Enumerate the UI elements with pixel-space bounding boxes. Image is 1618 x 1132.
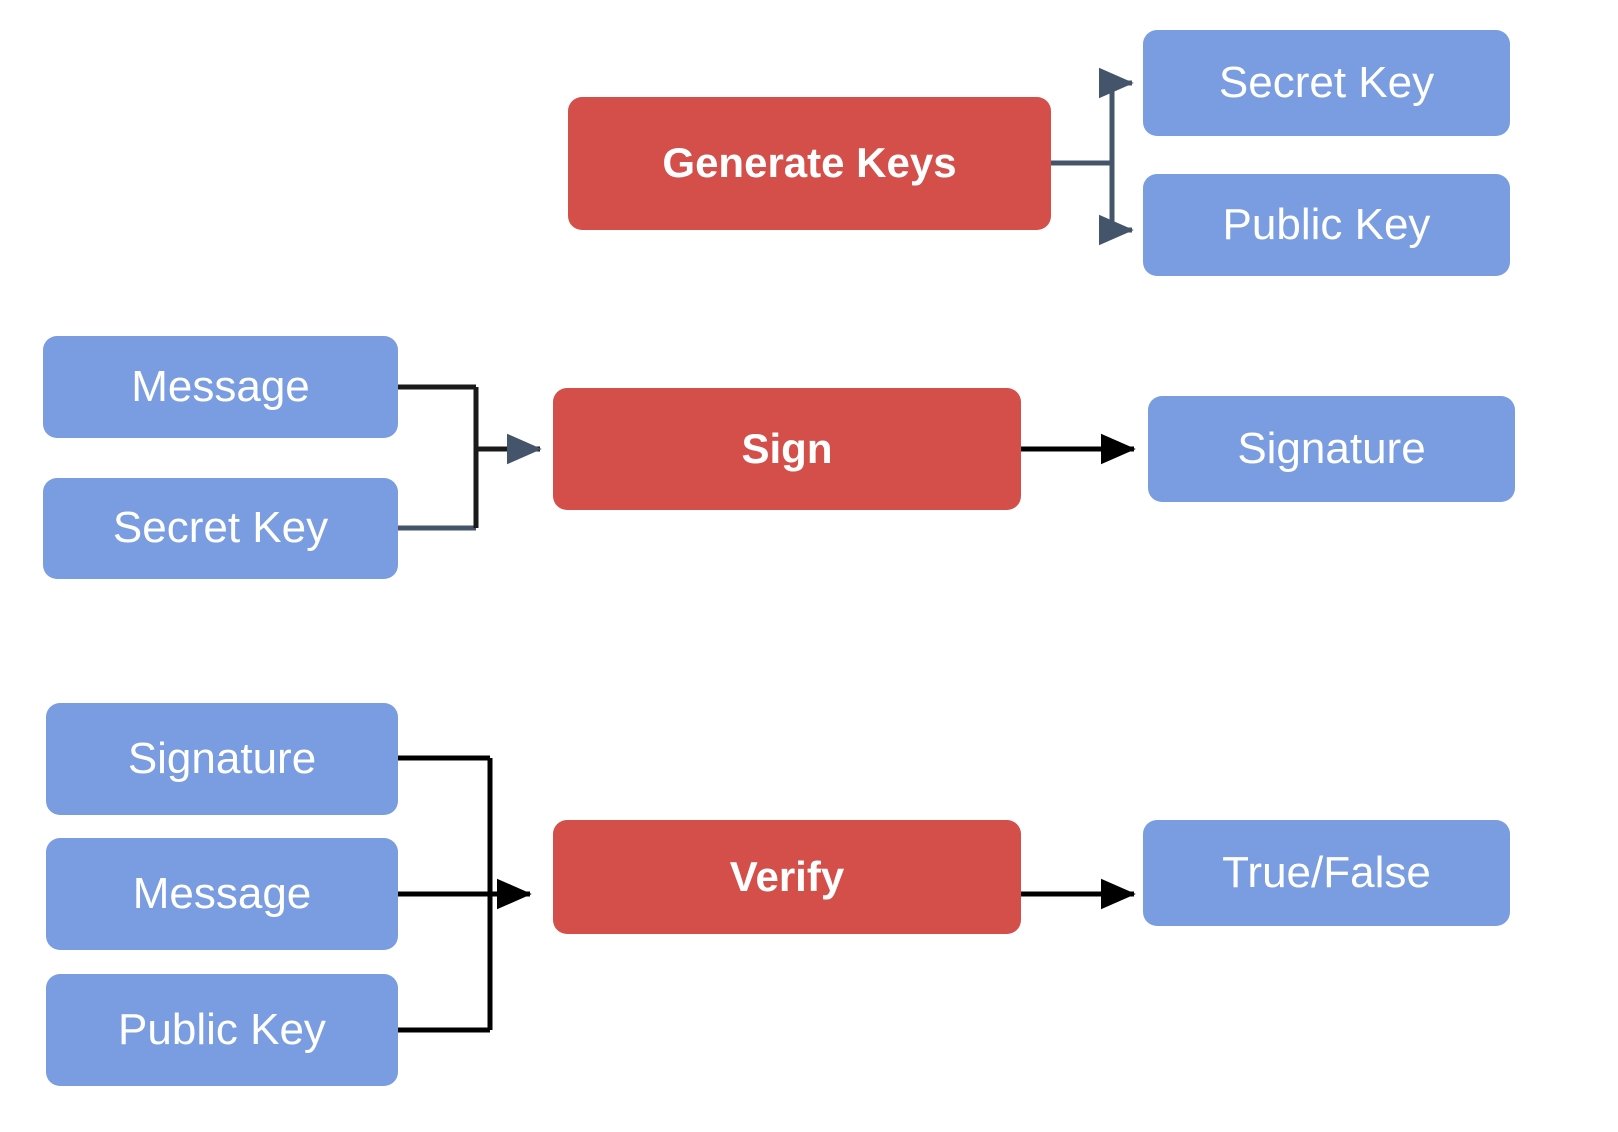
verify-process-box[interactable]: Verify [553, 820, 1021, 934]
signature-input-label-verify: Signature [127, 733, 317, 783]
message-input-label-sign: Message [131, 361, 310, 411]
sign-label: Sign [741, 424, 833, 472]
message-input-label-verify: Message [132, 868, 312, 918]
public-key-output-label: Public Key [1222, 199, 1431, 249]
public-key-input-label-verify: Public Key [118, 1004, 326, 1054]
secret-key-output-label: Secret Key [1218, 57, 1435, 107]
public-key-output-box[interactable]: Public Key [1143, 174, 1510, 276]
message-input-box-verify[interactable]: Message [46, 838, 398, 950]
generate-keys-process-box[interactable]: Generate Keys [568, 97, 1051, 230]
true-false-output-label: True/False [1222, 847, 1431, 897]
connector-inputs-to-sign [398, 384, 542, 531]
signature-output-label: Signature [1237, 423, 1426, 473]
sign-process-box[interactable]: Sign [553, 388, 1021, 510]
secret-key-output-box[interactable]: Secret Key [1143, 30, 1510, 136]
connector-inputs-to-verify [398, 755, 532, 1033]
secret-key-input-label-sign: Secret Key [112, 503, 329, 553]
connector-generate-keys-to-keys [1051, 67, 1134, 246]
verify-label: Verify [729, 852, 845, 900]
public-key-input-box-verify[interactable]: Public Key [46, 974, 398, 1086]
message-input-box-sign[interactable]: Message [43, 336, 398, 438]
generate-keys-label: Generate Keys [662, 139, 957, 187]
true-false-output-box[interactable]: True/False [1143, 820, 1510, 926]
secret-key-input-box-sign[interactable]: Secret Key [43, 478, 398, 579]
signature-output-box[interactable]: Signature [1148, 396, 1515, 502]
signature-input-box-verify[interactable]: Signature [46, 703, 398, 815]
